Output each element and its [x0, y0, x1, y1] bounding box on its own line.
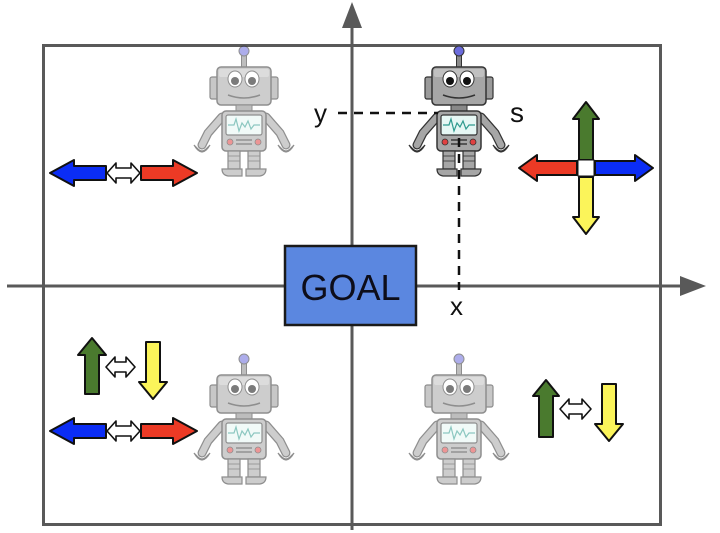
up-arrow-icon	[532, 379, 560, 438]
left-arrow-icon	[518, 154, 578, 182]
down-arrow-icon	[572, 176, 600, 235]
right-arrow-icon	[140, 159, 198, 187]
center-square	[577, 159, 595, 177]
action-left-right-bottom-left	[49, 417, 198, 445]
action-four-way-top-right	[518, 101, 654, 235]
robot-faded-bottom-left	[194, 354, 294, 484]
swap-arrow-icon	[559, 398, 592, 420]
x-axis-arrowhead	[680, 276, 706, 296]
robot-faded-bottom-right	[409, 354, 509, 484]
action-up-down-bottom-left	[77, 337, 168, 400]
swap-arrow-icon	[105, 356, 136, 378]
left-arrow-icon	[49, 417, 107, 445]
goal-label: GOAL	[300, 267, 400, 308]
x-coordinate-label: x	[450, 291, 463, 321]
left-arrow-icon	[49, 159, 107, 187]
y-axis-arrowhead	[342, 2, 362, 28]
right-arrow-icon	[140, 417, 198, 445]
action-left-right-top-left	[49, 159, 198, 187]
swap-arrow-icon	[106, 162, 141, 184]
up-arrow-icon	[572, 101, 600, 161]
y-coordinate-label: y	[314, 98, 327, 128]
swap-arrow-icon	[106, 420, 141, 442]
goal-box	[283, 244, 418, 327]
down-arrow-icon	[138, 341, 168, 400]
action-up-down-bottom-right	[532, 379, 624, 442]
state-label: s	[510, 97, 524, 128]
down-arrow-icon	[594, 383, 624, 442]
robot-faded-top-left	[194, 46, 294, 176]
right-arrow-icon	[594, 154, 654, 182]
up-arrow-icon	[77, 337, 107, 395]
